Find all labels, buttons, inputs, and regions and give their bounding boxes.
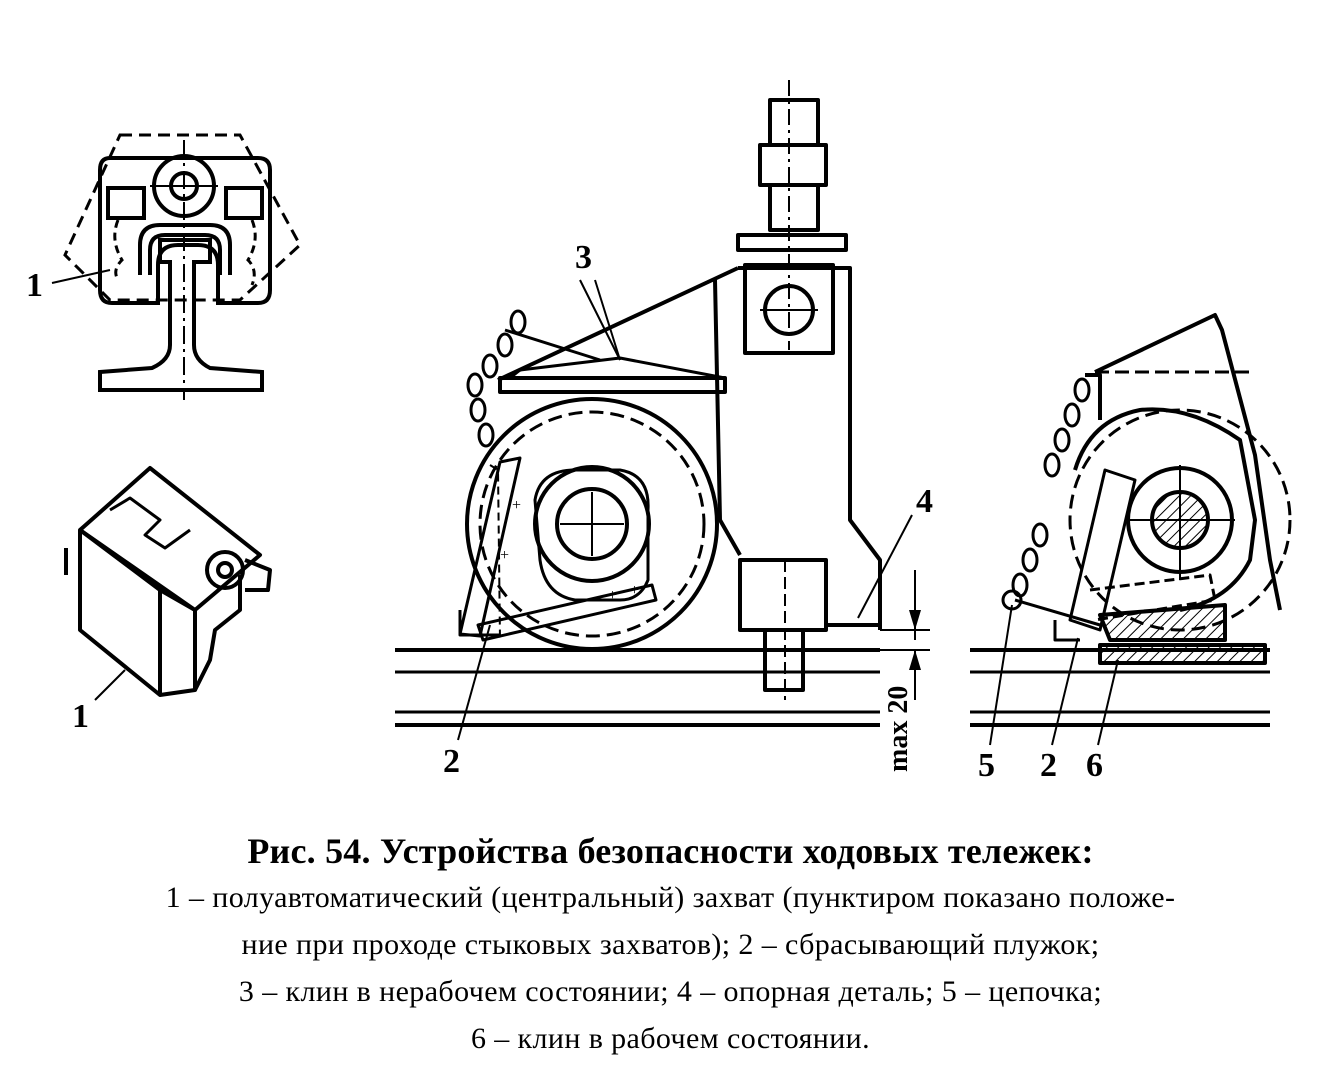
gripper-cross-section <box>51 133 302 400</box>
gripper-isometric <box>64 466 272 701</box>
dimension-max-20: max 20 <box>883 686 914 772</box>
label-1-top: 1 <box>26 267 43 304</box>
svg-text:+: + <box>608 587 617 604</box>
technical-drawing: 1 1 <box>26 80 1292 784</box>
svg-text:+: + <box>630 582 639 599</box>
label-2: 2 <box>443 743 460 780</box>
caption-title: Рис. 54. Устройства безопасности ходовых… <box>247 831 1094 871</box>
caption-line-1: 1 – полуавтоматический (центральный) зах… <box>165 881 1176 914</box>
trolley-working-view <box>970 313 1292 746</box>
svg-text:+: + <box>500 547 509 564</box>
caption-line-3: 3 – клин в нерабочем состоянии; 4 – опор… <box>238 975 1103 1008</box>
label-6: 6 <box>1086 747 1103 784</box>
trolley-side-view: + + + + <box>395 80 930 741</box>
label-2-right: 2 <box>1040 747 1057 784</box>
caption-line-4: 6 – клин в рабочем состоянии. <box>470 1022 871 1055</box>
figure-caption: Рис. 54. Устройства безопасности ходовых… <box>0 828 1341 1062</box>
caption-line-2: ние при проходе стыковых захватов); 2 – … <box>241 928 1100 961</box>
label-3: 3 <box>575 239 592 276</box>
svg-text:+: + <box>512 497 521 514</box>
label-5: 5 <box>978 747 995 784</box>
label-4: 4 <box>916 483 933 520</box>
label-1-bottom: 1 <box>72 698 89 735</box>
